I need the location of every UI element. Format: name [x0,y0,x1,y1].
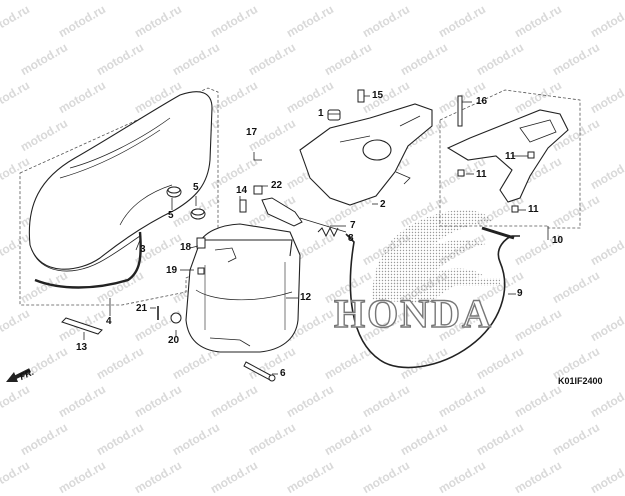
nut-11a-part [457,169,465,177]
seat-part [28,91,213,272]
callout-15: 15 [372,90,384,101]
clip-15-part [357,89,365,103]
bolt-16-part [457,95,463,127]
callout-5b: 5 [193,182,199,193]
seat-group-box [19,87,219,306]
callout-16: 16 [476,96,488,107]
callout-17: 17 [246,127,258,138]
callout-3: 3 [140,244,146,255]
callout-18: 18 [180,242,192,253]
callout-8: 8 [348,233,354,244]
callout-7: 7 [350,220,356,231]
honda-wordmark: HONDA [333,290,493,336]
bracket-part [261,197,303,227]
callout-20: 20 [168,335,180,346]
seat-seal-part [34,231,142,289]
front-arrow-head [6,372,18,382]
callout-5a: 5 [168,210,174,221]
callout-12: 12 [300,292,312,303]
rubber-plug-part [253,185,263,195]
callout-1: 1 [318,108,324,119]
grab-rail-part [446,109,569,203]
callout-9: 9 [517,288,523,299]
rubber-cushion-part [166,186,206,220]
spring-part [317,226,339,238]
grab-rail-group-box [439,89,581,229]
callout-6: 6 [280,368,286,379]
seat-catch-part [61,317,103,335]
nut-11c-part [511,205,519,213]
diagram-drawing [6,87,581,382]
callout-11a: 11 [476,169,487,180]
clip-part [196,237,206,249]
cable-part [345,233,520,369]
leader-lines [83,95,549,375]
luggage-box-part [185,223,301,353]
callout-10: 10 [552,235,564,246]
callout-19: 19 [166,265,178,276]
callout-22: 22 [271,180,283,191]
diagram-code: K01IF2400 [558,376,603,386]
callout-14: 14 [236,185,248,196]
callout-13: 13 [76,342,88,353]
bolt-part [243,361,276,382]
nut-part [197,267,205,275]
washer-part [170,312,182,324]
cap-part [327,109,341,121]
cable-end-part [481,226,515,240]
callout-4: 4 [106,316,112,327]
rear-center-cover-part [299,103,433,206]
nut-11b-part [527,151,535,159]
callout-2: 2 [380,199,386,210]
honda-wing-logo [372,210,500,304]
callout-11c: 11 [528,204,539,215]
callout-21: 21 [136,303,148,314]
callout-11b: 11 [505,151,516,162]
screw-part [239,199,247,213]
